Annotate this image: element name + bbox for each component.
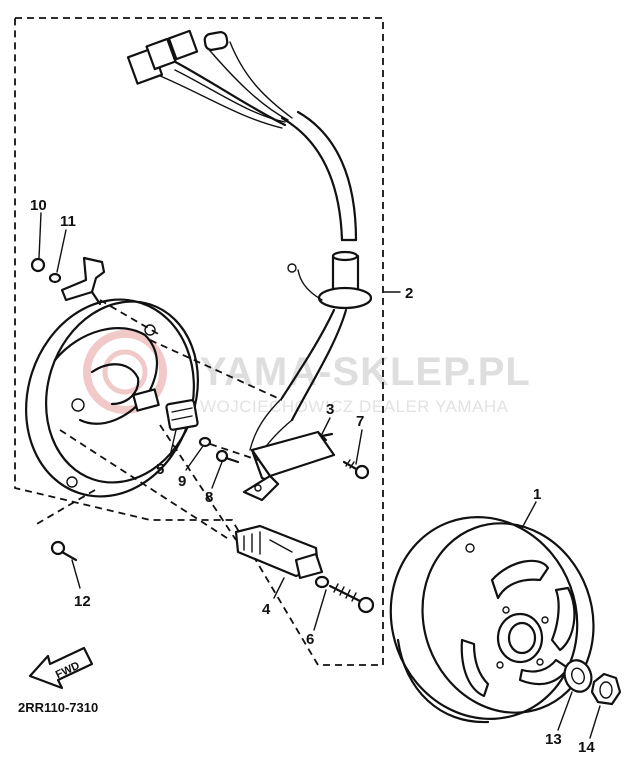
washer-13 <box>563 659 593 693</box>
screw-8 <box>215 449 240 464</box>
bolt-7 <box>342 459 370 480</box>
part-code: 2RR110-7310 <box>18 700 98 715</box>
cdi-unit <box>242 430 336 502</box>
pickup-coil <box>165 399 199 431</box>
flywheel-rotor <box>389 516 595 724</box>
callout-8: 8 <box>205 489 213 506</box>
callouts: 1 2 3 4 5 6 7 8 9 10 11 12 13 14 <box>30 197 595 756</box>
watermark-logo <box>83 330 167 414</box>
watermark-brand: YAMA-SKLEP.PL <box>200 350 531 394</box>
screw-10 <box>30 257 46 273</box>
leader-lines <box>38 212 601 739</box>
lighting-coil <box>234 524 324 580</box>
callout-10: 10 <box>30 197 47 214</box>
stator-bracket <box>60 256 106 306</box>
wiring-harness <box>157 41 373 453</box>
screw-12 <box>50 540 78 562</box>
bolt-6 <box>314 575 375 614</box>
nut-14 <box>590 672 622 706</box>
callout-6: 6 <box>306 631 314 648</box>
washer-9 <box>198 436 212 448</box>
callout-3: 3 <box>326 401 334 418</box>
callout-4: 4 <box>262 601 271 618</box>
callout-11: 11 <box>60 213 76 230</box>
stator-plate <box>25 298 200 498</box>
alignment-lines <box>59 299 283 541</box>
callout-12: 12 <box>74 593 91 610</box>
harness-connectors <box>126 29 229 85</box>
fwd-arrow: FWD <box>28 646 94 690</box>
callout-14: 14 <box>578 739 595 756</box>
callout-7: 7 <box>356 413 364 430</box>
watermark-dealer: WOJCIECHOWICZ DEALER YAMAHA <box>200 397 509 416</box>
washer-11 <box>48 272 62 284</box>
callout-1: 1 <box>533 486 541 503</box>
callout-2: 2 <box>405 285 413 302</box>
assembly-boundary <box>14 17 384 666</box>
callout-5: 5 <box>156 461 164 478</box>
callout-13: 13 <box>545 731 562 748</box>
watermark: YAMA-SKLEP.PL WOJCIECHOWICZ DEALER YAMAH… <box>83 330 531 416</box>
callout-9: 9 <box>178 473 186 490</box>
